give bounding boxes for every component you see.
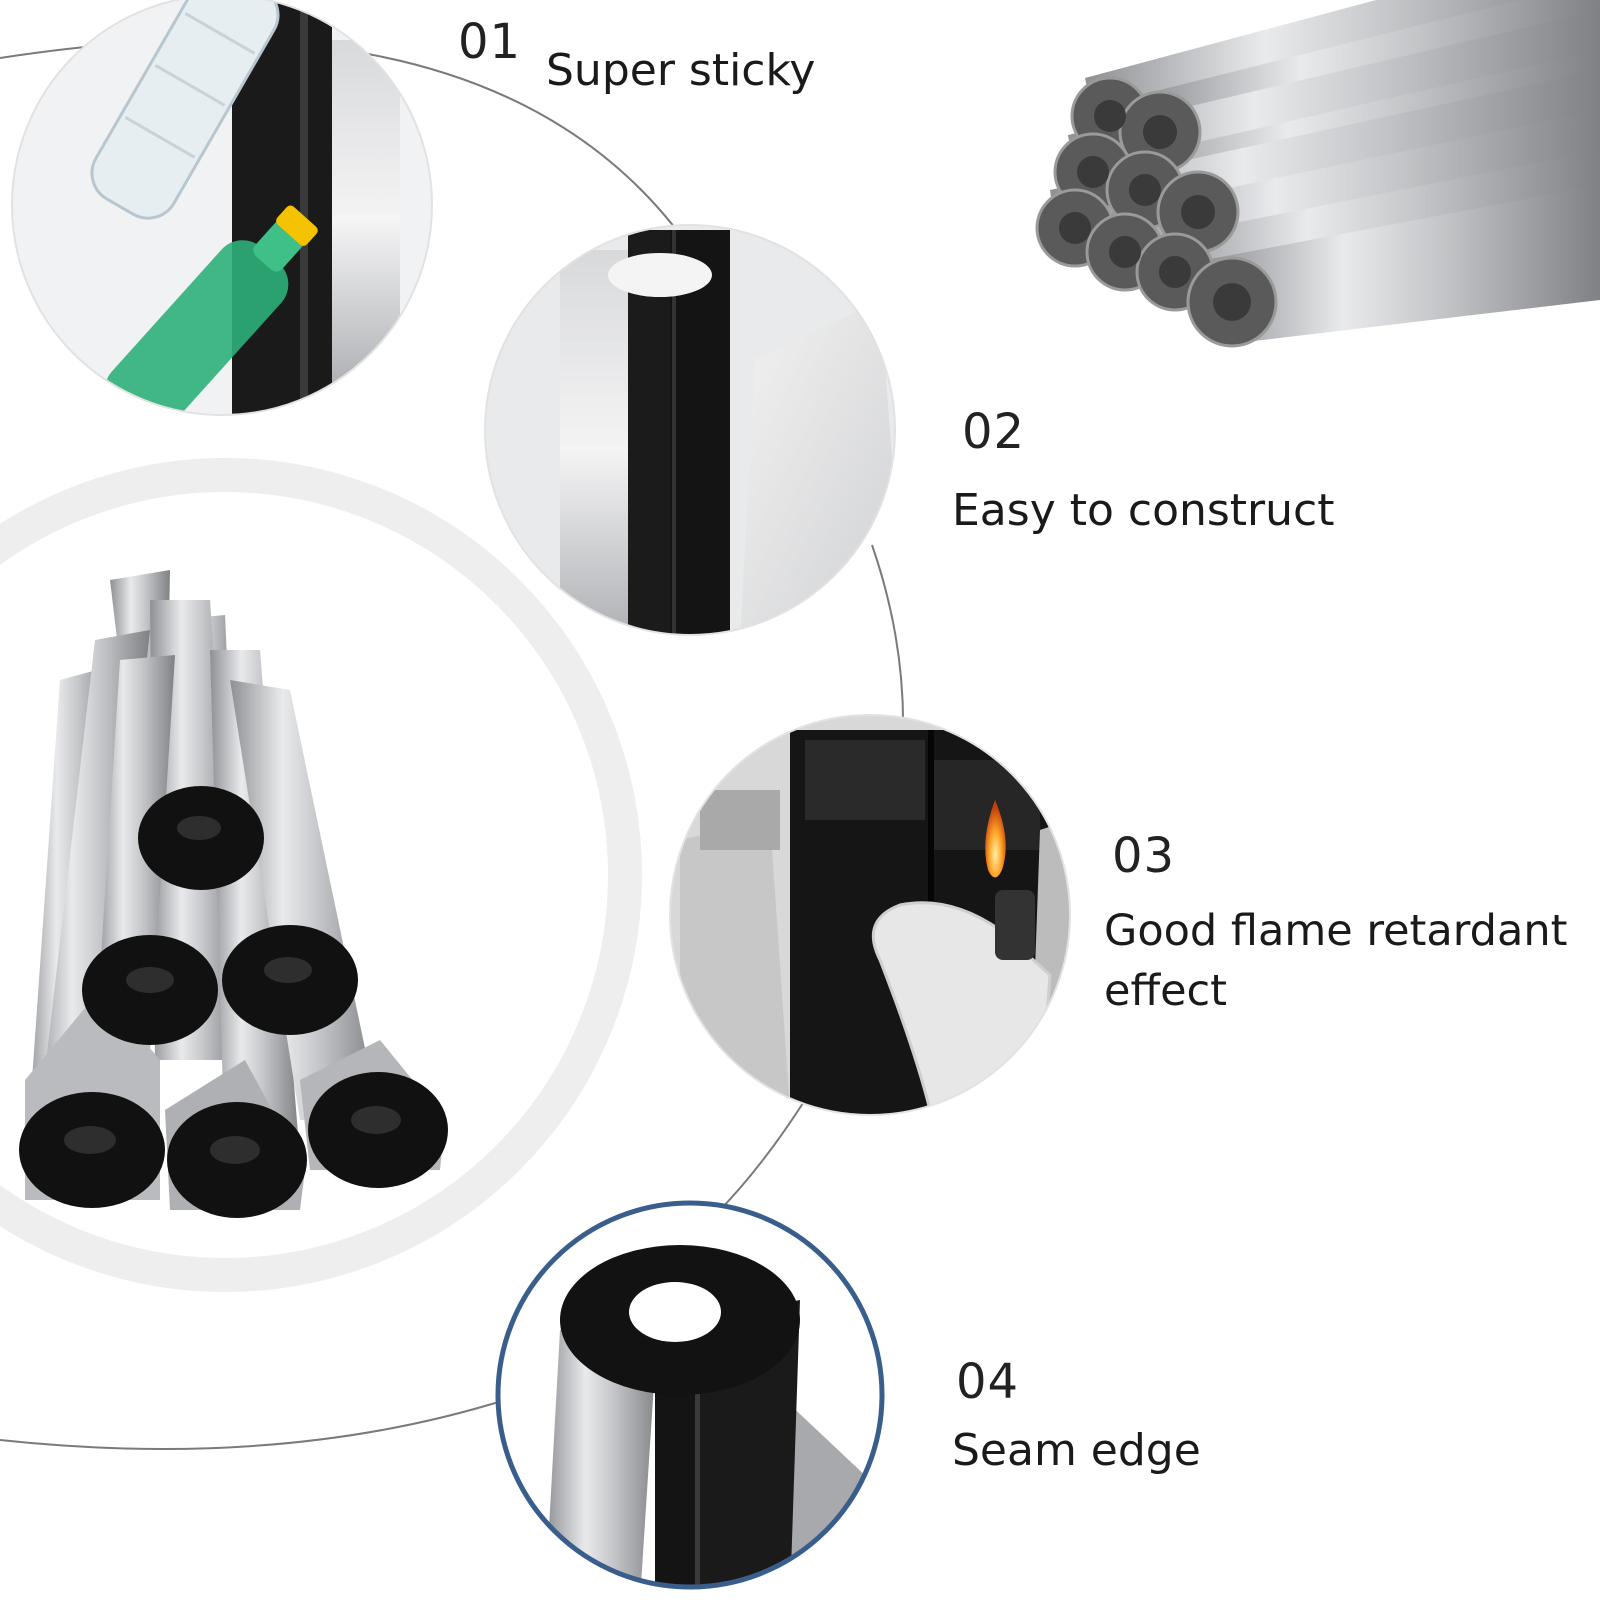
feature-3-number: 03 <box>1112 828 1176 884</box>
feature-1-number: 01 <box>458 14 522 70</box>
feature-4-number: 04 <box>956 1354 1020 1410</box>
photo-seam-edge <box>498 1203 882 1587</box>
bottle-icon <box>90 0 318 415</box>
tube-bundle-icon <box>1035 0 1600 348</box>
feature-3-title-line2: effect <box>1104 966 1228 1016</box>
photo-flame-retardant <box>670 715 1070 1115</box>
flame-icon <box>985 800 1006 878</box>
feature-4-title: Seam edge <box>952 1425 1201 1476</box>
photo-easy-construct <box>485 225 895 635</box>
glove-icon <box>871 890 1052 1112</box>
feature-2-number: 02 <box>962 404 1026 460</box>
feature-2-title: Easy to construct <box>952 485 1335 536</box>
photo-super-sticky <box>12 0 432 415</box>
product-tube-stack <box>19 570 448 1218</box>
feature-3-title-line1: Good flame retardant <box>1104 906 1568 956</box>
highlight-ring <box>0 458 642 1292</box>
feature-1-title: Super sticky <box>546 45 816 96</box>
